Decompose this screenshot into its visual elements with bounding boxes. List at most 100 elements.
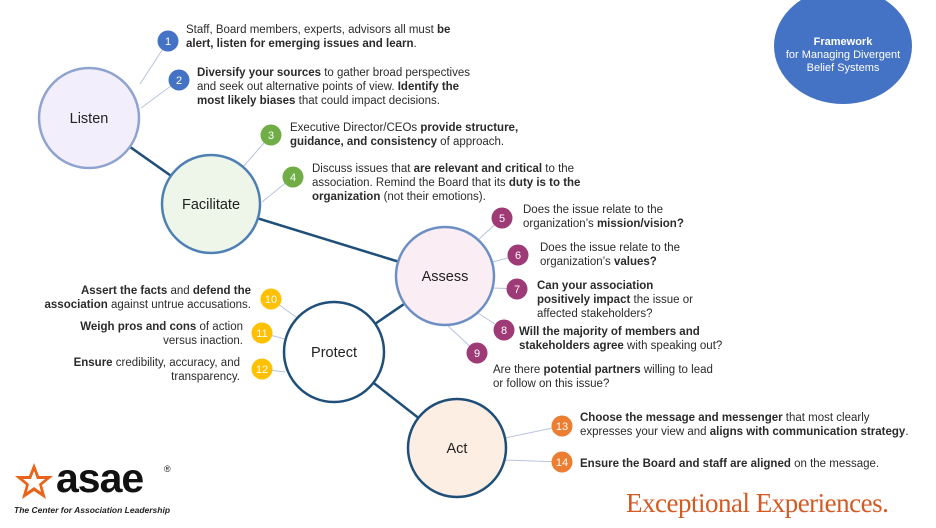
badge-13 <box>551 415 573 437</box>
item-text-3-part: Executive Director/CEOs <box>290 122 421 134</box>
badge-number-10: 10 <box>265 294 277 306</box>
asae-star-icon <box>15 463 53 499</box>
badge-number-2: 2 <box>176 75 182 87</box>
badge-1 <box>157 30 179 52</box>
stage-facilitate-label: Facilitate <box>182 197 240 213</box>
item-text-2-part: Identify the most likely biases <box>197 81 460 107</box>
item-text-3: Executive Director/CEOs provide structur… <box>290 121 530 149</box>
badge-number-7: 7 <box>514 284 520 296</box>
item-text-3-part: provide structure, guidance, and consist… <box>290 122 519 148</box>
item-text-1-part: be alert, listen for emerging issues and… <box>186 24 451 50</box>
item-text-14-part: on the message. <box>790 458 880 470</box>
framework-title: Framework <box>813 35 873 48</box>
stage-assess-label: Assess <box>422 269 469 285</box>
item-text-7-part: Can your association positively impact <box>537 280 654 306</box>
badge-number-13: 13 <box>556 421 568 433</box>
item-text-10-part: Assert the facts <box>80 285 168 297</box>
item-text-10: Assert the facts and defend the associat… <box>40 284 251 312</box>
badge-7 <box>506 278 528 300</box>
stage-listen-circle <box>37 66 141 170</box>
item-text-4-part: are relevant and critical <box>413 163 543 175</box>
badge-3 <box>260 124 282 146</box>
item-text-7-part: the issue or affected stakeholders? <box>537 294 693 320</box>
badge-4 <box>282 166 304 188</box>
item-text-11-part: of action versus inaction. <box>163 321 243 347</box>
item-text-9-part: Are there <box>493 364 544 376</box>
item-text-10-part: and <box>167 285 193 297</box>
item-text-8-part: Will the majority of members and stakeho… <box>519 326 700 352</box>
item-text-11: Weigh pros and cons of action versus ina… <box>60 320 243 348</box>
asae-tagline: The Center for Association Leadership <box>14 505 171 515</box>
asae-logo-reg: ® <box>164 464 171 474</box>
item-text-4-part: (not their emotions). <box>380 191 486 203</box>
framework-subtitle: for Managing Divergent Belief Systems <box>785 48 901 74</box>
item-text-6-part: values? <box>613 256 657 268</box>
item-text-9-part: willing to lead or follow on this issue? <box>493 364 713 390</box>
item-text-13-part: aligns with communication strategy <box>709 426 906 438</box>
badge-number-5: 5 <box>499 213 505 225</box>
item-text-14: Ensure the Board and staff are aligned o… <box>580 457 900 471</box>
item-text-12-part: Ensure <box>73 357 113 369</box>
badge-6 <box>507 244 529 266</box>
stage-act-label: Act <box>447 441 468 457</box>
badge-2 <box>168 69 190 91</box>
item-text-9: Are there potential partners willing to … <box>493 363 713 391</box>
item-text-1-part: . <box>413 38 417 50</box>
item-text-9-part: potential partners <box>543 364 641 376</box>
item-text-4: Discuss issues that are relevant and cri… <box>312 162 597 204</box>
asae-logo-word: asae <box>56 455 144 501</box>
item-text-10-part: against untrue accusations. <box>107 299 251 311</box>
item-text-6: Does the issue relate to the organizatio… <box>540 241 700 269</box>
item-text-12-part: credibility, accuracy, and transparency. <box>112 357 240 383</box>
stage-protect-label: Protect <box>311 345 357 361</box>
item-text-2-part: that could impact decisions. <box>295 95 440 107</box>
badge-number-9: 9 <box>474 348 480 360</box>
item-text-13: Choose the message and messenger that mo… <box>580 411 925 439</box>
item-text-8: Will the majority of members and stakeho… <box>519 325 734 353</box>
item-text-1-part: Staff, Board members, experts, advisors … <box>186 24 437 36</box>
item-text-2-part: Diversify your sources <box>197 67 322 79</box>
item-text-7: Can your association positively impact t… <box>537 279 707 321</box>
item-text-2: Diversify your sources to gather broad p… <box>197 66 487 108</box>
item-text-8-part: with speaking out? <box>623 340 723 352</box>
badge-number-6: 6 <box>515 250 521 262</box>
badge-8 <box>493 319 515 341</box>
item-text-13-part: . <box>905 426 909 438</box>
stage-assess-circle <box>394 225 496 327</box>
badge-11 <box>251 322 273 344</box>
stage-listen-label: Listen <box>70 111 109 127</box>
stage-facilitate-circle <box>160 153 262 255</box>
item-text-12: Ensure credibility, accuracy, and transp… <box>60 356 240 384</box>
item-text-2-part: to gather broad perspectives and seek ou… <box>197 67 470 93</box>
badge-number-4: 4 <box>290 172 296 184</box>
item-text-1: Staff, Board members, experts, advisors … <box>186 23 466 51</box>
badge-number-1: 1 <box>165 36 171 48</box>
item-text-3-part: of approach. <box>436 136 505 148</box>
exceptional-experiences-slogan: Exceptional Experiences. <box>626 488 889 518</box>
badge-14 <box>551 451 573 473</box>
item-text-13-part: Choose the message and messenger <box>580 412 783 424</box>
badge-9 <box>466 342 488 364</box>
badge-12 <box>251 358 273 380</box>
badge-number-3: 3 <box>268 130 274 142</box>
badge-number-12: 12 <box>256 364 268 376</box>
item-text-14-part: Ensure the Board and staff are aligned <box>580 458 791 470</box>
badge-number-14: 14 <box>556 457 568 469</box>
badge-10 <box>260 288 282 310</box>
item-text-13-part: that most clearly expresses your view an… <box>580 412 870 438</box>
stage-act-circle <box>406 397 508 499</box>
framework-title-badge: Framework for Managing Divergent Belief … <box>774 0 912 104</box>
badge-number-8: 8 <box>501 325 507 337</box>
item-text-11-part: Weigh pros and cons <box>80 321 197 333</box>
item-text-4-part: to the association. Remind the Board tha… <box>312 163 575 189</box>
item-text-5-part: Does the issue relate to the organizatio… <box>523 204 663 230</box>
item-text-5: Does the issue relate to the organizatio… <box>523 203 713 231</box>
item-text-5-part: mission/vision? <box>596 218 684 230</box>
badge-number-11: 11 <box>256 328 267 340</box>
item-text-10-part: defend the association <box>44 285 251 311</box>
stage-protect-circle <box>282 300 386 404</box>
badge-5 <box>491 207 513 229</box>
item-text-4-part: Discuss issues that <box>312 163 414 175</box>
item-text-4-part: duty is to the organization <box>312 177 581 203</box>
